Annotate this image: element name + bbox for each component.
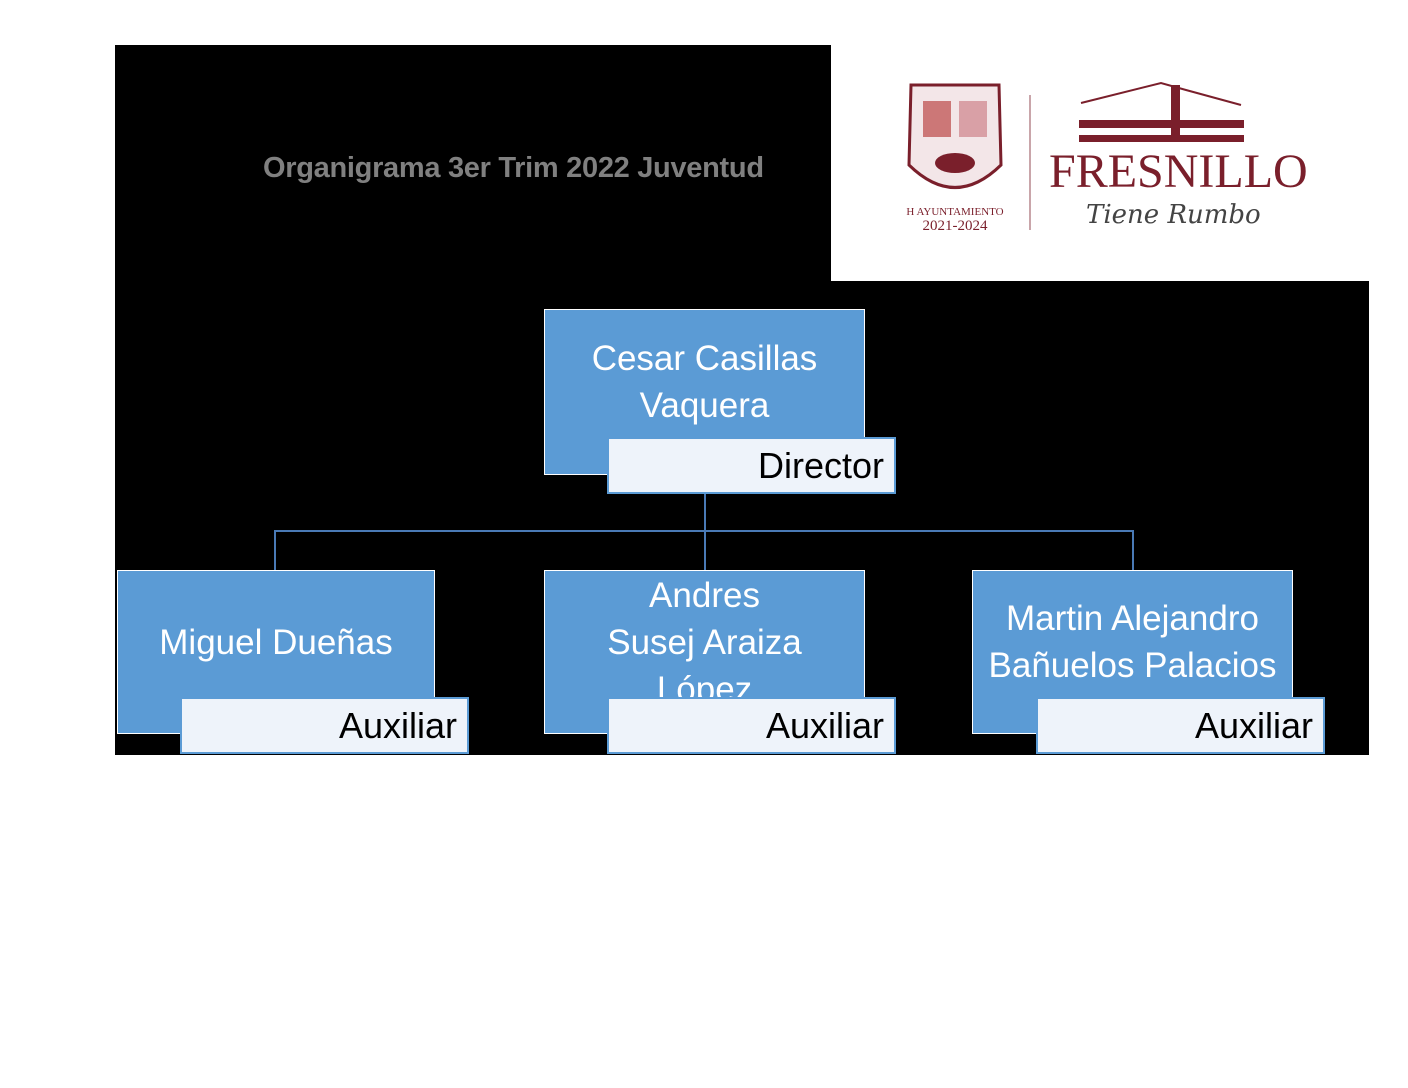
seal-text: H AYUNTAMIENTO	[906, 206, 1003, 218]
node-name: Andres Susej Araiza López	[607, 575, 802, 709]
fresnillo-logo: H AYUNTAMIENTO 2021-2024 FRESNILLO Tiene…	[831, 45, 1369, 281]
node-name: Miguel Dueñas	[159, 622, 393, 662]
role-label: Director	[607, 437, 896, 494]
role-label: Auxiliar	[607, 697, 896, 754]
node-name: Cesar Casillas Vaquera	[591, 339, 818, 425]
connector-line	[1132, 530, 1134, 570]
connector-line	[704, 475, 706, 570]
role-label: Auxiliar	[1036, 697, 1325, 754]
node-name: Martin Alejandro Bañuelos Palacios	[988, 599, 1277, 685]
logo-years: 2021-2024	[923, 218, 988, 234]
logo-brand: FRESNILLO	[1049, 145, 1308, 198]
seal-icon	[907, 83, 1003, 189]
building-icon	[1079, 81, 1244, 142]
logo-tagline: Tiene Rumbo	[1086, 200, 1261, 230]
page-title: Organigrama 3er Trim 2022 Juventud	[263, 152, 764, 184]
background-panel-top	[115, 45, 831, 281]
connector-line	[274, 530, 276, 570]
role-label: Auxiliar	[180, 697, 469, 754]
connector-line	[274, 530, 1134, 532]
